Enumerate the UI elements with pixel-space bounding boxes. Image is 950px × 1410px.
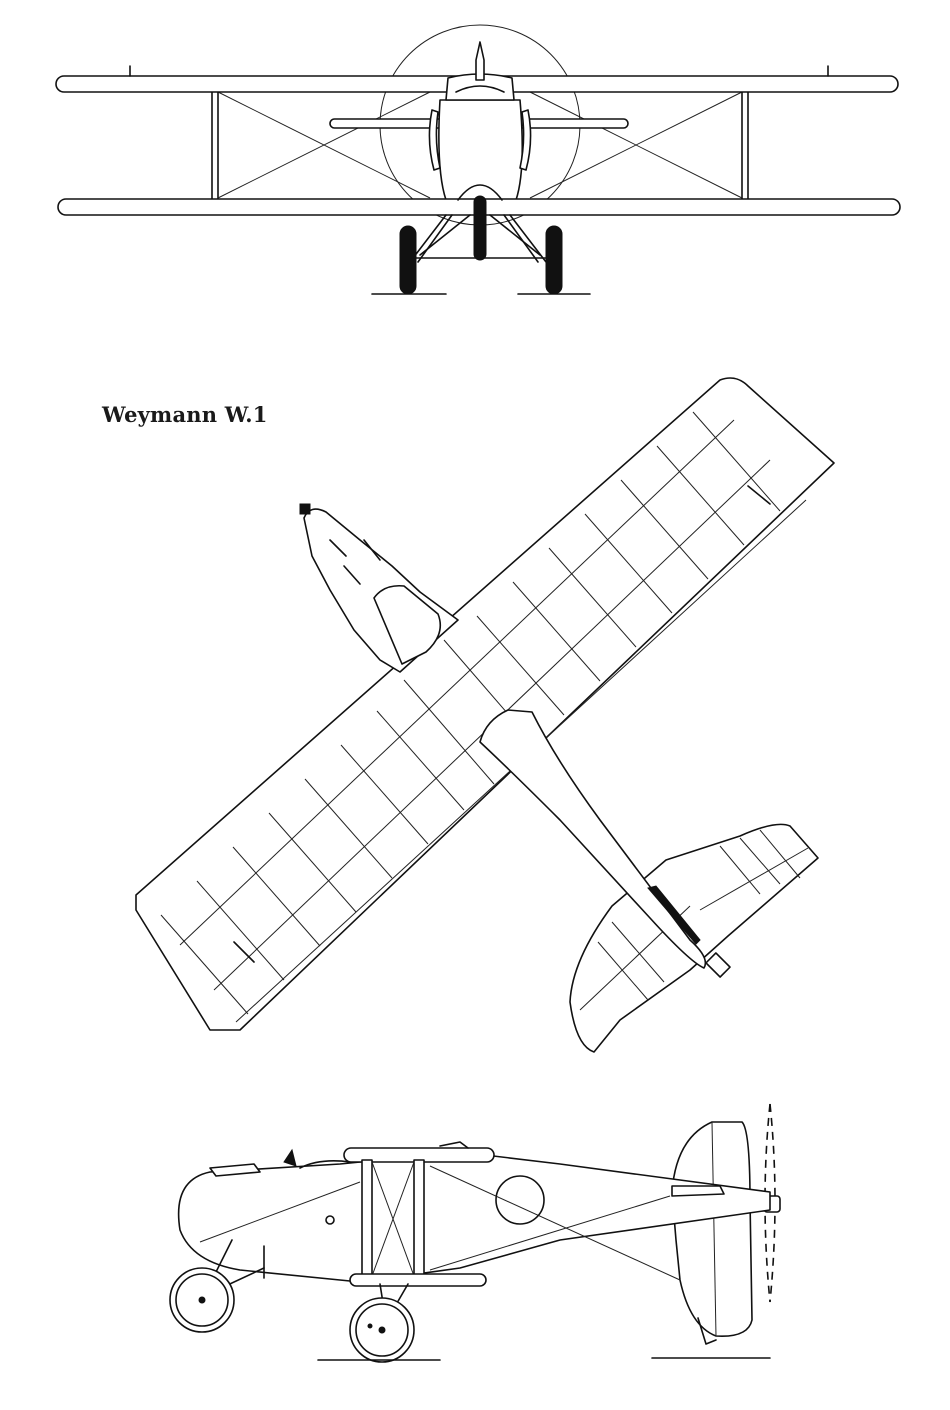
plan-fin [647, 885, 701, 945]
aileron-mark [233, 941, 255, 963]
plan-view [135, 377, 835, 1053]
gun [209, 1163, 261, 1177]
side-fuselage [177, 1151, 771, 1283]
plan-tail-end [705, 952, 731, 978]
rudder [671, 1121, 753, 1337]
plan-cockpit [373, 584, 442, 665]
side-tailplane [671, 1185, 725, 1197]
propeller-arc [764, 1103, 771, 1303]
side-roundel [495, 1175, 545, 1225]
propeller-blade [473, 195, 487, 261]
bracing-wire [217, 91, 431, 199]
wing-spar [179, 419, 735, 946]
side-strut-rear [413, 1159, 425, 1281]
plan-wing [135, 377, 835, 1031]
side-view [169, 1103, 781, 1363]
bracing-wire [529, 91, 743, 199]
front-view [55, 24, 901, 295]
fin [475, 41, 485, 81]
side-lower-wing [349, 1273, 487, 1287]
wing-ribs [160, 411, 781, 1015]
plan-fuselage-rear [479, 709, 707, 969]
plan-propeller-hub [299, 503, 311, 515]
drawing-title: Weymann W.1 [102, 402, 268, 427]
aileron-mark [747, 485, 771, 505]
wheel-left [399, 225, 417, 295]
tail-skid [697, 1317, 717, 1345]
side-strut-front [361, 1159, 373, 1281]
wheel-right [545, 225, 563, 295]
